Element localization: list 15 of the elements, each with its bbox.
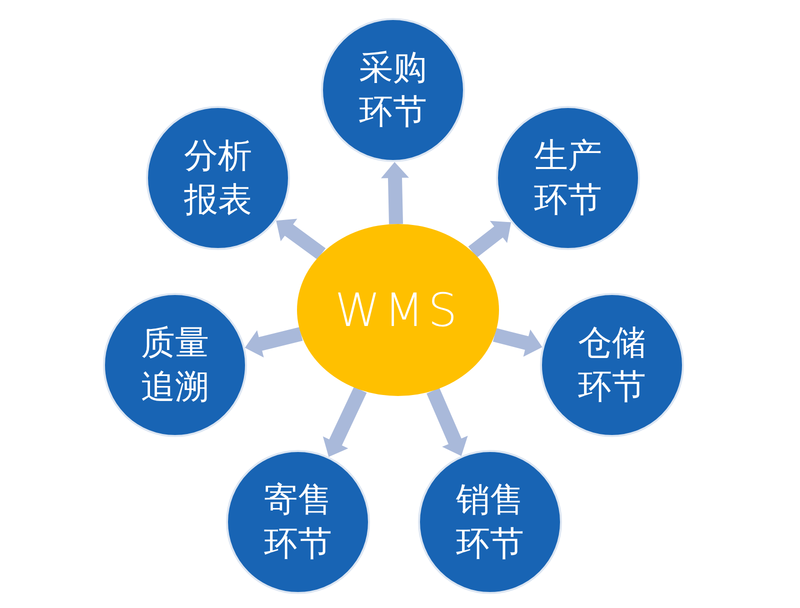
node-label: 仓储环节 — [577, 322, 647, 409]
block-arrow — [322, 386, 367, 457]
block-arrow — [381, 162, 409, 224]
block-arrow — [492, 328, 542, 357]
node-label: 质量追溯 — [140, 322, 210, 409]
block-arrow — [426, 388, 468, 456]
node-label: 销售环节 — [455, 479, 525, 566]
node-label: 分析报表 — [183, 135, 253, 222]
node-label: 采购环节 — [358, 47, 428, 134]
node-label: 生产环节 — [533, 135, 603, 222]
node-label: 寄售环节 — [263, 479, 333, 566]
block-arrow — [244, 327, 303, 358]
block-arrow — [276, 218, 326, 260]
node-label: WMS — [334, 283, 462, 337]
block-arrow — [468, 220, 512, 258]
